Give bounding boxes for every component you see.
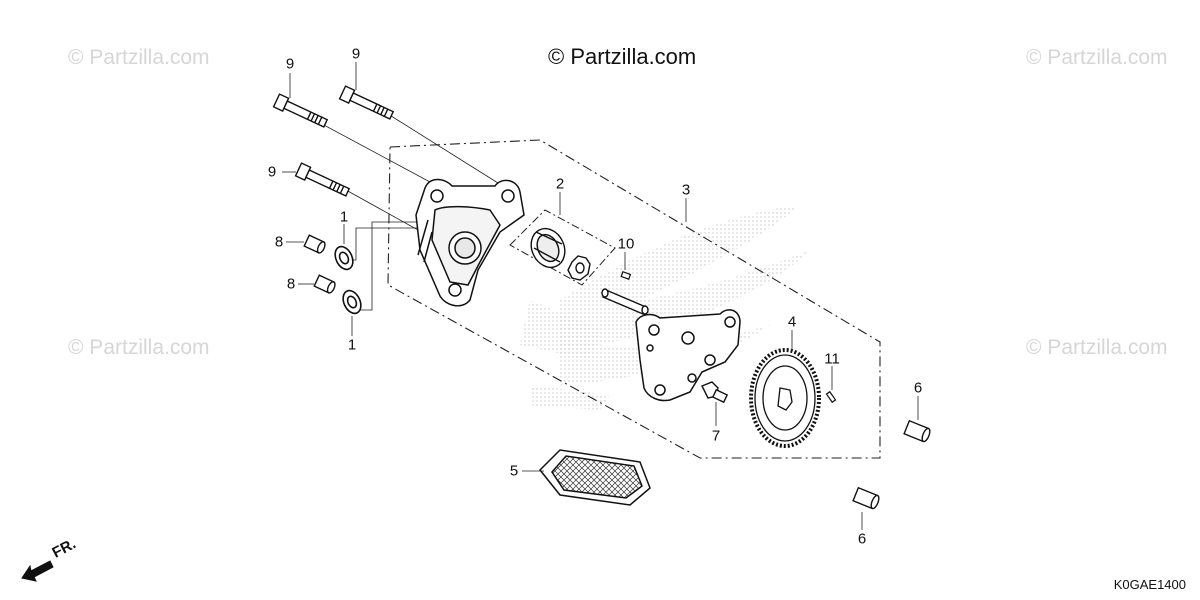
callout-8-upper: 8 [274, 233, 284, 251]
callout-leaders [282, 62, 919, 530]
pump-shaft [601, 288, 649, 315]
callout-9-a: 9 [285, 55, 295, 73]
callout-1-upper: 1 [339, 208, 349, 226]
callout-2: 2 [555, 175, 565, 193]
watermark-top-left: © Partzilla.com [68, 46, 210, 69]
bushing-6-upper [903, 419, 931, 443]
outer-rotor [530, 227, 566, 269]
copyright-label: © Partzilla.com [548, 44, 697, 69]
watermark-top-right: © Partzilla.com [1026, 46, 1168, 69]
driven-gear [749, 348, 821, 448]
rotor-dashed-box [509, 209, 616, 286]
brand-wing-watermark [520, 205, 810, 410]
pin-10 [620, 270, 632, 280]
bolt-9-upper-right [338, 85, 395, 120]
callout-6-upper: 6 [913, 379, 923, 397]
bolt-9-upper-left [272, 93, 329, 128]
callout-10: 10 [617, 235, 635, 253]
callout-11: 11 [824, 350, 840, 368]
collar-8-upper [303, 234, 326, 254]
inner-rotor [567, 255, 591, 281]
pump-cover [635, 309, 741, 402]
callout-9-b: 9 [351, 45, 361, 63]
callout-6-lower: 6 [857, 530, 867, 548]
watermark-mid-left: © Partzilla.com [68, 336, 210, 359]
bolt-9-middle [294, 162, 351, 197]
callout-7: 7 [711, 427, 721, 445]
diagram-code: K0GAE1400 [1113, 577, 1186, 592]
front-arrow-icon [21, 560, 54, 582]
pin-11 [825, 390, 837, 404]
pump-body [415, 178, 525, 307]
callout-3: 3 [681, 181, 691, 199]
assembly-boundary [387, 139, 881, 459]
callout-9-c: 9 [267, 163, 277, 181]
watermark-mid-right: © Partzilla.com [1026, 336, 1168, 359]
callout-8-lower: 8 [286, 275, 296, 293]
bolt-leader-lines [321, 113, 499, 311]
collar-8-lower [313, 274, 336, 294]
seal-1-lower [342, 289, 362, 315]
callout-5: 5 [509, 462, 519, 480]
seal-1-upper [334, 245, 354, 271]
callout-4: 4 [787, 313, 797, 331]
screw-7 [701, 381, 729, 404]
bushing-6-lower [852, 486, 880, 510]
oil-strainer [538, 449, 651, 506]
callout-1-lower: 1 [347, 336, 357, 354]
